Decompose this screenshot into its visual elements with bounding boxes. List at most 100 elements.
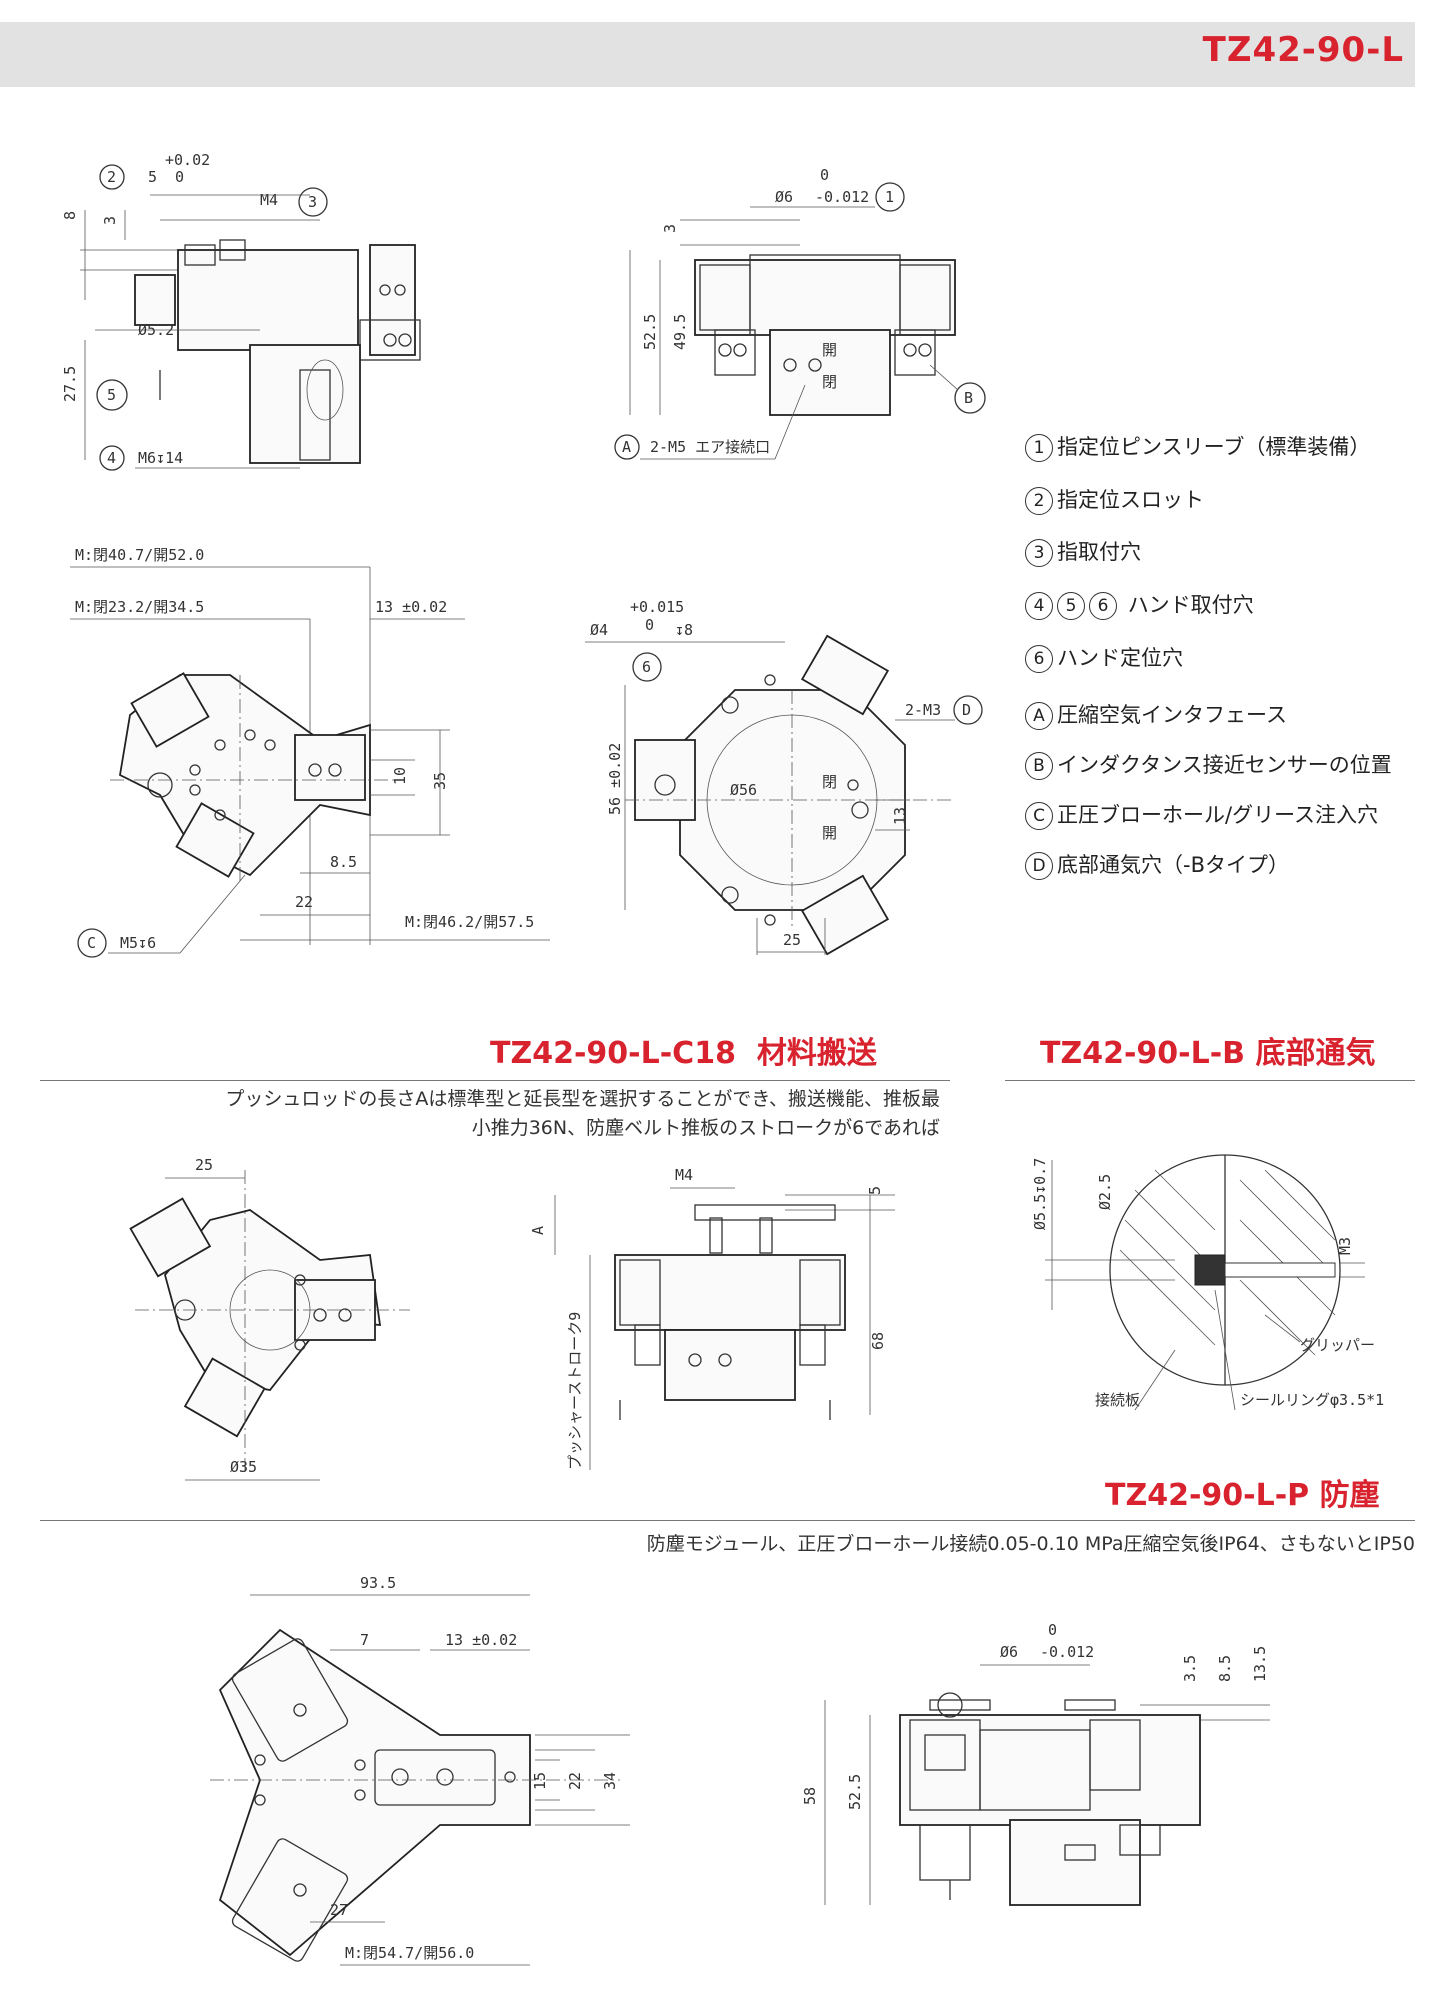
dim-label: M:閉46.2/開57.5: [405, 913, 534, 931]
legend-mark: C: [1025, 802, 1053, 830]
side-view-drawing: 2 5 +0.02 0 M4 3 8 3 Ø5.2 27.5 5 4 M6↧14: [61, 151, 421, 471]
dim-label: 3.5: [1181, 1655, 1199, 1682]
callout-circle: [614, 434, 640, 460]
p-description: 防塵モジュール、正圧ブローホール接続0.05-0.10 MPa圧縮空気後IP64…: [646, 1533, 1415, 1555]
legend-text: 圧縮空気インタフェース: [1057, 703, 1287, 727]
callout-circle: [298, 187, 328, 217]
dim-label: ↧8: [675, 621, 693, 639]
callout-circle: [96, 379, 128, 411]
dim-label: 25: [783, 931, 801, 949]
dim-label: 接続板: [1095, 1391, 1140, 1409]
dim-label: A: [622, 438, 631, 456]
legend-text: ハンド定位穴: [1057, 646, 1183, 670]
dim-label: 49.5: [671, 314, 689, 350]
dim-label: 13: [891, 807, 909, 825]
legend-text: 底部通気穴（-Bタイプ）: [1057, 853, 1289, 877]
dim-label: 22: [566, 1772, 584, 1790]
dim-label: シールリングφ3.5*1: [1240, 1391, 1384, 1409]
dim-label: 10: [391, 767, 409, 785]
dim-label: 8: [61, 211, 79, 220]
dim-label: M:閉54.7/開56.0: [345, 1944, 474, 1962]
dim-label: +0.015: [630, 598, 684, 616]
c18-section-title: TZ42-90-L-C18 材料搬送: [490, 1036, 877, 1071]
legend-mark: B: [1025, 752, 1053, 780]
header-bar: [0, 22, 1415, 87]
legend-mark: 3: [1025, 539, 1053, 567]
dim-label: M3: [1336, 1237, 1354, 1255]
dim-label: Ø56: [730, 781, 757, 799]
page-title: TZ42-90-L: [1202, 30, 1404, 70]
legend-mark: 1: [1025, 434, 1053, 462]
dim-label: 5: [107, 386, 116, 404]
p-divider: [40, 1520, 1415, 1521]
dim-label: 13 ±0.02: [375, 598, 447, 616]
bottom-view-drawing: +0.015 0 Ø4 ↧8 6 2-M3 D Ø56 56 ±0.02 閉 開…: [585, 598, 983, 956]
dim-label: 56 ±0.02: [606, 743, 624, 815]
dim-label: グリッパー: [1300, 1336, 1375, 1354]
dim-label: 25: [195, 1156, 213, 1174]
dim-label: D: [962, 701, 971, 719]
dim-label: プッシャーストローク9: [566, 1312, 584, 1470]
dim-label: 0: [820, 166, 829, 184]
dim-label: 22: [295, 893, 313, 911]
p-section-title: TZ42-90-L-P 防塵: [1105, 1478, 1380, 1513]
legend-text: 指取付穴: [1057, 540, 1141, 564]
dim-label: 2: [107, 168, 116, 186]
dim-label: 1: [885, 188, 894, 206]
dim-label: B: [964, 389, 973, 407]
dim-label: 0: [1048, 1621, 1057, 1639]
legend-mark: 4: [1025, 592, 1053, 620]
c18-description: プッシュロッドの長さAは標準型と延長型を選択することができ、搬送機能、推板最 小…: [225, 1088, 940, 1139]
dim-label: 68: [869, 1332, 887, 1350]
legend-text: インダクタンス接近センサーの位置: [1057, 753, 1392, 777]
callout-circle: [875, 182, 905, 212]
legend-mark: 5: [1057, 592, 1085, 620]
dim-label: 34: [601, 1772, 619, 1790]
b-detail-drawing: Ø5.5↧0.7 Ø2.5 M3 グリッパー 接続板 シールリングφ3.5*1: [1031, 1154, 1384, 1411]
p-side-drawing: 0 Ø6 -0.012 3.5 8.5 13.5 58 52.5: [801, 1621, 1270, 1906]
callout-circle: [953, 695, 983, 725]
dim-label: Ø5.2: [138, 321, 174, 339]
dim-label: 4: [107, 449, 116, 467]
legend-text: 指定位スロット: [1057, 488, 1204, 512]
dim-label: Ø6: [775, 188, 793, 206]
legend-text: ハンド取付穴: [1127, 593, 1254, 617]
dim-label: 開: [822, 824, 837, 842]
dim-label: 3: [101, 216, 119, 225]
dim-label: Ø6: [1000, 1643, 1018, 1661]
dim-label: 5: [148, 168, 157, 186]
dim-label: -0.012: [1040, 1643, 1094, 1661]
dim-label: 8.5: [1216, 1655, 1234, 1682]
dim-label: 閉: [822, 773, 837, 791]
dim-label: M:閉40.7/開52.0: [75, 546, 204, 564]
dim-label: 93.5: [360, 1574, 396, 1592]
dim-label: M6↧14: [138, 449, 183, 467]
callout-circle: [954, 382, 986, 414]
legend-mark: 6: [1025, 645, 1053, 673]
dim-label: A: [529, 1226, 547, 1235]
legend-mark: 6: [1089, 592, 1117, 620]
legend-text: 指定位ピンスリーブ（標準装備）: [1057, 435, 1371, 459]
dim-label: 2-M5 エア接続口: [650, 438, 770, 456]
c18-top-drawing: 25 Ø35: [129, 1156, 410, 1481]
dim-label: +0.02: [165, 151, 210, 169]
dim-label: 閉: [822, 373, 837, 391]
dim-label: 2-M3: [905, 701, 941, 719]
dim-label: 3: [661, 224, 679, 233]
callout-circle: [77, 928, 107, 958]
callout-circle: [99, 445, 125, 471]
dim-label: 開: [822, 341, 837, 359]
dim-label: M5↧6: [120, 934, 156, 952]
dim-label: Ø2.5: [1096, 1174, 1114, 1210]
dim-label: Ø35: [230, 1458, 257, 1476]
legend-mark: A: [1025, 702, 1053, 730]
dim-label: 5: [866, 1186, 884, 1195]
dim-label: 0: [645, 616, 654, 634]
top-view-drawing: M:閉40.7/開52.0 M:閉23.2/開34.5 13 ±0.02 10 …: [70, 546, 550, 958]
